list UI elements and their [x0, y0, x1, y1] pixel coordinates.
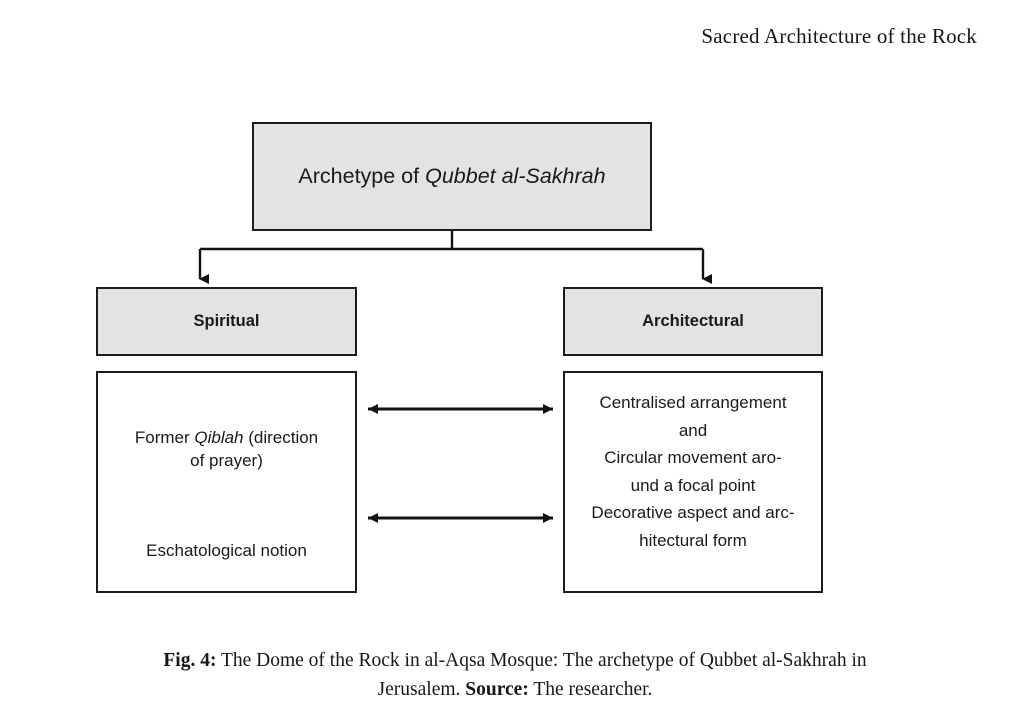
detail-item-former-qiblah-italic: Qiblah — [194, 427, 244, 447]
node-branch-spiritual: Spiritual — [96, 287, 357, 356]
detail-item-former-qiblah-suffix: (direction of prayer) — [190, 427, 319, 470]
figure-caption-text-1: The Dome of the Rock in al-Aqsa Mosque: … — [216, 650, 867, 701]
detail-line-centralised-arrangement: Centralised arrangement — [599, 393, 787, 412]
figure-caption-source-label: Source: — [465, 679, 529, 701]
node-branch-architectural: Architectural — [563, 287, 823, 356]
node-detail-spiritual: Former Qiblah (direction of prayer) Esch… — [96, 371, 357, 593]
node-branch-spiritual-label: Spiritual — [193, 312, 260, 331]
detail-item-former-qiblah-prefix: Former — [134, 427, 195, 447]
detail-line-architectural-form: hitectural form — [639, 530, 747, 550]
node-archetype-root-label: Archetype of Qubbet al-Sakhrah — [298, 162, 605, 191]
page-running-header: Sacred Architecture of the Rock — [701, 24, 977, 48]
node-detail-architectural: Centralised arrangement and Circular mov… — [563, 371, 823, 593]
detail-item-eschatological-notion-text: Eschatological notion — [146, 541, 307, 561]
detail-line-and: and — [678, 420, 708, 440]
figure-caption-text-2: The researcher. — [528, 679, 653, 701]
detail-line-circular-movement: Circular movement aro- — [604, 448, 782, 468]
figure-caption-label: Fig. 4: — [163, 650, 217, 671]
detail-item-former-qiblah: Former Qiblah (direction of prayer) — [98, 427, 355, 473]
detail-item-eschatological-notion: Eschatological notion — [98, 540, 355, 563]
node-archetype-root-label-prefix: Archetype of — [298, 163, 426, 188]
detail-line-focal-point: und a focal point — [630, 475, 756, 495]
detail-line-decorative-aspect: Decorative aspect and arc- — [591, 503, 795, 523]
figure-caption: Fig. 4: The Dome of the Rock in al-Aqsa … — [120, 646, 910, 705]
node-archetype-root: Archetype of Qubbet al-Sakhrah — [252, 122, 652, 231]
node-archetype-root-label-italic: Qubbet al-Sakhrah — [425, 163, 606, 188]
node-branch-architectural-label: Architectural — [642, 312, 744, 331]
